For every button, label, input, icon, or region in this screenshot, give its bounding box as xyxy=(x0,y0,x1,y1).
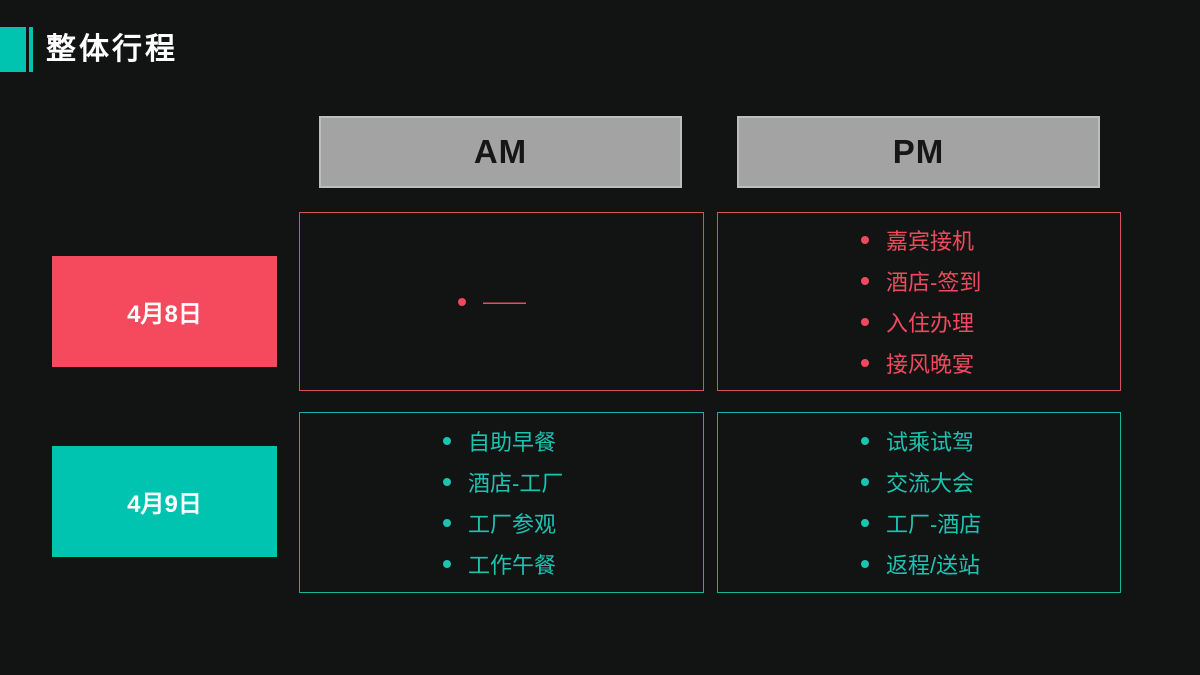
item-text: 交流大会 xyxy=(886,471,975,496)
item-text: 自助早餐 xyxy=(468,430,557,455)
column-header-am-label: AM xyxy=(473,133,528,170)
item-text: 酒店-签到 xyxy=(886,270,982,295)
item-text: 返程/送站 xyxy=(886,553,981,578)
list-item: 工作午餐 xyxy=(443,544,563,585)
column-header-am: AM xyxy=(319,116,682,188)
cell-april9-pm: 试乘试驾 交流大会 工厂-酒店 返程/送站 xyxy=(717,412,1121,593)
cell-april8-am: —— xyxy=(299,212,704,391)
item-text: 酒店-工厂 xyxy=(468,471,564,496)
cell-april8-pm: 嘉宾接机 酒店-签到 入住办理 接风晚宴 xyxy=(717,212,1121,391)
item-text: 试乘试驾 xyxy=(886,430,975,455)
item-list: 嘉宾接机 酒店-签到 入住办理 接风晚宴 xyxy=(861,220,981,384)
item-text: 工厂参观 xyxy=(468,512,557,537)
list-item: —— xyxy=(458,281,526,322)
column-header-pm: PM xyxy=(737,116,1100,188)
page-title: 整体行程 xyxy=(46,33,178,66)
item-text: 入住办理 xyxy=(886,311,975,336)
item-text: —— xyxy=(483,288,526,314)
bullet-icon xyxy=(443,437,451,445)
date-box-april-9: 4月9日 xyxy=(52,446,277,557)
list-item: 接风晚宴 xyxy=(861,343,981,384)
bullet-icon xyxy=(443,519,451,527)
list-item: 返程/送站 xyxy=(861,544,981,585)
list-item: 入住办理 xyxy=(861,302,981,343)
list-item: 酒店-工厂 xyxy=(443,462,563,503)
list-item: 酒店-签到 xyxy=(861,261,981,302)
item-text: 接风晚宴 xyxy=(886,352,975,377)
list-item: 工厂参观 xyxy=(443,503,563,544)
bullet-icon xyxy=(861,478,869,486)
item-list: 自助早餐 酒店-工厂 工厂参观 工作午餐 xyxy=(443,421,563,585)
title-accent-bar-icon xyxy=(29,27,33,72)
bullet-icon xyxy=(861,560,869,568)
list-item: 嘉宾接机 xyxy=(861,220,981,261)
bullet-icon xyxy=(861,236,869,244)
date-label: 4月9日 xyxy=(127,491,202,518)
bullet-icon xyxy=(443,560,451,568)
list-item: 自助早餐 xyxy=(443,421,563,462)
list-item: 工厂-酒店 xyxy=(861,503,981,544)
bullet-icon xyxy=(861,519,869,527)
cell-april9-am: 自助早餐 酒店-工厂 工厂参观 工作午餐 xyxy=(299,412,704,593)
list-item: 试乘试驾 xyxy=(861,421,981,462)
column-header-pm-label: PM xyxy=(892,133,945,170)
item-text: 工厂-酒店 xyxy=(886,512,982,537)
bullet-icon xyxy=(861,277,869,285)
bullet-icon xyxy=(443,478,451,486)
date-box-april-8: 4月8日 xyxy=(52,256,277,367)
title-accent-block-icon xyxy=(0,27,26,72)
bullet-icon xyxy=(861,318,869,326)
item-text: 工作午餐 xyxy=(468,553,557,578)
item-text: 嘉宾接机 xyxy=(886,229,975,254)
bullet-icon xyxy=(458,297,466,306)
list-item: 交流大会 xyxy=(861,462,981,503)
bullet-icon xyxy=(861,437,869,445)
date-label: 4月8日 xyxy=(127,301,202,328)
item-list: 试乘试驾 交流大会 工厂-酒店 返程/送站 xyxy=(861,421,981,585)
bullet-icon xyxy=(861,359,869,367)
item-list: —— xyxy=(458,281,526,322)
